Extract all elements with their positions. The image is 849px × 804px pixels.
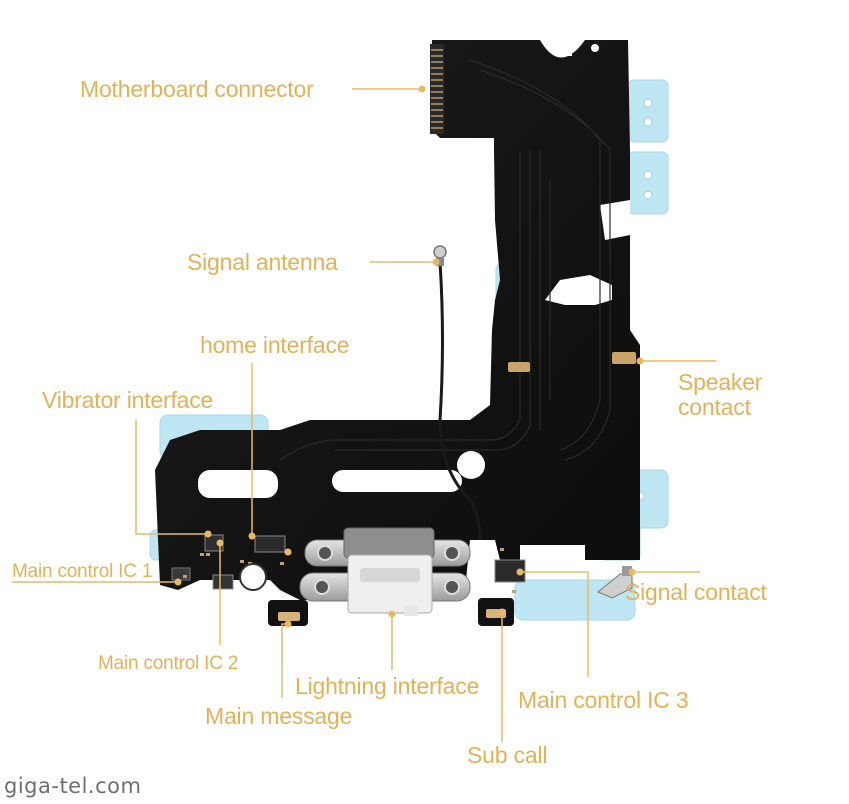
label-vibrator-interface: Vibrator interface — [42, 387, 214, 413]
label-main-control-ic3: Main control IC 3 — [518, 687, 689, 713]
label-main-message: Main message — [205, 703, 353, 729]
leader-endpoints — [174, 85, 644, 628]
signal-contact-part — [597, 566, 633, 599]
label-speaker-contact-line1: Speaker — [678, 369, 763, 395]
label-signal-antenna: Signal antenna — [187, 249, 338, 275]
lightning-connector-part — [299, 527, 471, 616]
label-home-interface: home interface — [200, 332, 350, 358]
label-main-control-ic2: Main control IC 2 — [98, 653, 239, 674]
label-speaker-contact-line2: contact — [678, 394, 751, 420]
watermark: giga-tel.com — [4, 774, 142, 798]
label-signal-contact: Signal contact — [625, 579, 767, 605]
leader-lines — [12, 88, 716, 742]
ic-chips — [171, 534, 526, 593]
motherboard-connector-part — [430, 44, 444, 134]
flex-body — [155, 40, 640, 600]
label-sub-call: Sub call — [467, 742, 548, 768]
label-lightning-interface: Lightning interface — [295, 673, 480, 699]
flex-traces — [279, 59, 611, 461]
label-motherboard-connector: Motherboard connector — [80, 76, 314, 102]
flex-cutouts — [198, 200, 630, 498]
label-main-control-ic1: Main control IC 1 — [12, 561, 153, 582]
antenna-wire — [438, 261, 482, 541]
